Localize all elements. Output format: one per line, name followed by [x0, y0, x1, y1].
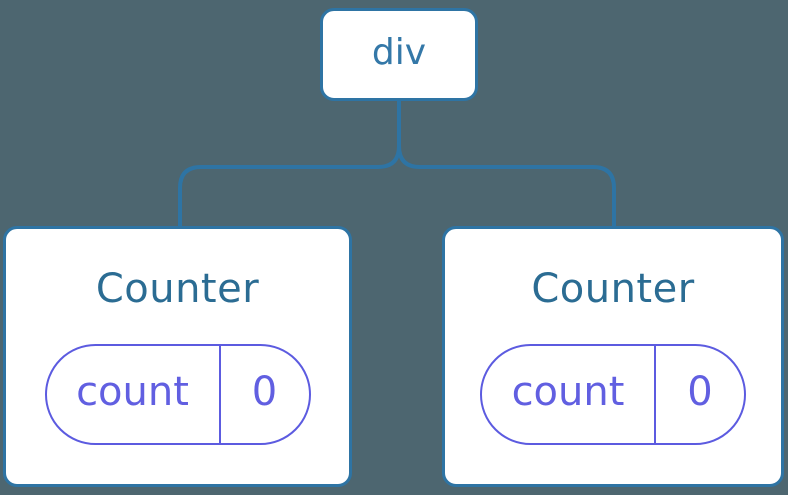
connector-root-to-left-child [178, 99, 401, 228]
state-key-cell: count [482, 346, 654, 443]
component-title: Counter [531, 266, 695, 312]
state-key-cell: count [47, 346, 219, 443]
state-pill: count 0 [44, 344, 311, 445]
counter-card-left: Counter count 0 [3, 226, 352, 487]
connector-root-to-right-child [397, 99, 616, 228]
state-key: count [76, 368, 189, 415]
component-title: Counter [95, 266, 260, 312]
state-value-cell: 0 [218, 346, 309, 443]
root-node-label: div [371, 31, 427, 73]
counter-card-right: Counter count 0 [442, 226, 784, 487]
state-value: 0 [251, 368, 278, 415]
root-node-div: div [320, 8, 478, 101]
state-key: count [511, 368, 625, 415]
state-value: 0 [687, 368, 713, 415]
state-pill: count 0 [480, 344, 746, 445]
state-value-cell: 0 [654, 346, 744, 443]
